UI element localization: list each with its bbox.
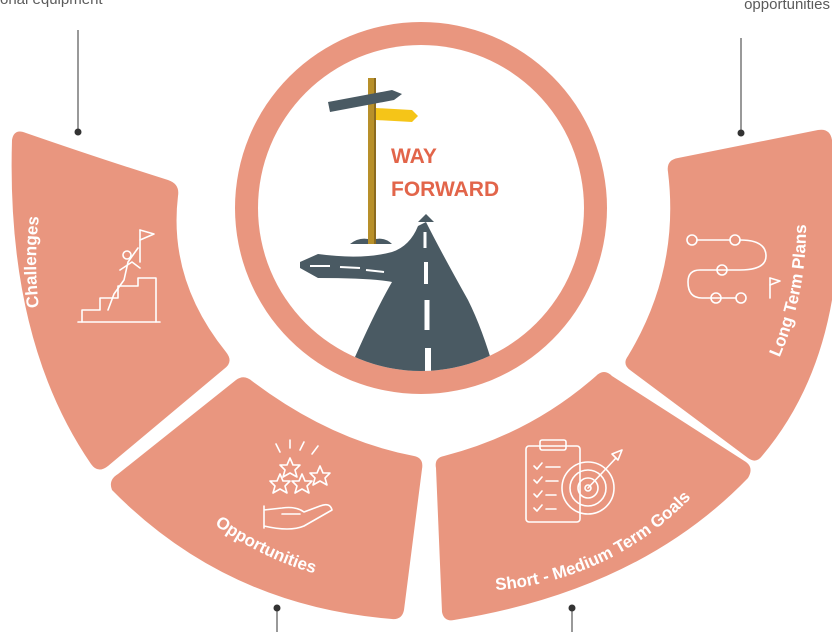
callout-line-bottom-left — [273, 604, 281, 632]
signpost-illustration — [328, 78, 418, 244]
segment-challenges[interactable]: Challenges — [11, 131, 230, 470]
segment-label-challenges: Challenges — [21, 215, 43, 309]
clipboard-target-icon — [525, 439, 623, 523]
center-way-forward: WAY FORWARD — [235, 22, 607, 394]
center-disc — [258, 45, 584, 371]
segment-opportunities[interactable]: Opportunities — [110, 377, 423, 620]
segment-short-medium-term-goals[interactable]: Short - Medium Term Goals — [435, 372, 751, 621]
callout-line-top-right — [737, 38, 745, 137]
center-title-line1: WAY — [391, 145, 437, 168]
road-illustration — [300, 214, 500, 371]
route-flag-icon — [686, 234, 781, 304]
callout-top-right: opportunities — [744, 0, 830, 13]
callout-line-top-left — [74, 30, 82, 136]
segment-long-term-plans[interactable]: Long Term Plans — [625, 129, 832, 461]
hand-stars-icon — [263, 439, 333, 530]
callout-top-left: onal equipment — [0, 0, 103, 8]
center-title-line2: FORWARD — [391, 178, 499, 201]
callout-line-bottom-right — [568, 604, 576, 632]
mountain-flag-icon — [77, 229, 161, 323]
